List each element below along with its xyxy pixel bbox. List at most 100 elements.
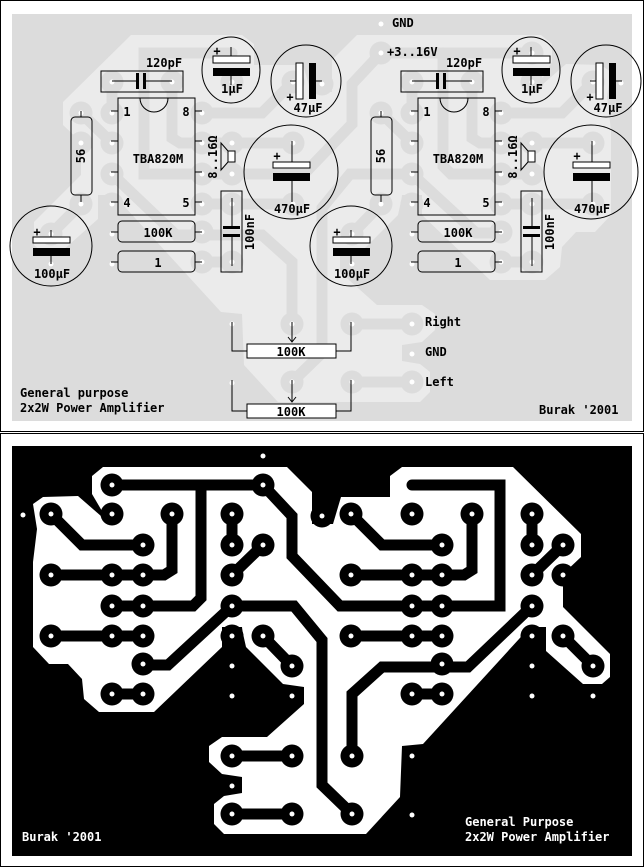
drill-hole (439, 542, 445, 548)
drill-hole (229, 171, 235, 177)
silkscreen-outline (117, 97, 196, 216)
drill-hole (409, 572, 415, 578)
drill-hole (109, 633, 115, 639)
drill-hole (409, 812, 415, 818)
polarity-plus-icon: + (213, 44, 220, 58)
polarity-plus-icon: + (273, 149, 280, 163)
silkscreen-outline (272, 161, 311, 169)
drill-hole (140, 691, 146, 697)
drill-hole (109, 261, 115, 267)
drill-hole (199, 110, 205, 116)
drill-hole (409, 79, 415, 85)
drill-hole (469, 511, 475, 517)
credit-label: Burak '2001 (539, 403, 618, 417)
drill-hole (349, 753, 355, 759)
drill-hole (109, 511, 115, 517)
capacitor-value: 1µF (221, 82, 243, 96)
copper-side-text: General Purpose 2x2W Power Amplifier Bur… (22, 815, 610, 844)
drill-hole (409, 231, 415, 237)
speaker: 8..16Ω (506, 135, 536, 179)
silkscreen-outline (136, 73, 139, 89)
silkscreen-outline (520, 190, 543, 273)
silkscreen-outline (33, 248, 70, 256)
drill-hole (498, 140, 504, 146)
resistor-100k: 100K (111, 220, 202, 243)
silkscreen-outline (523, 234, 540, 237)
drill-hole (439, 633, 445, 639)
drill-hole (409, 110, 415, 116)
capacitor-470uf: + 470µF (543, 124, 639, 220)
drill-hole (109, 79, 115, 85)
polarity-plus-icon: + (33, 225, 40, 239)
silkscreen-outline (220, 141, 229, 172)
drill-hole (469, 79, 475, 85)
silkscreen-outline (501, 36, 561, 104)
drill-hole (409, 261, 415, 267)
capacitor-value: 1µF (521, 82, 543, 96)
pin-label: 4 (123, 196, 130, 210)
drill-hole (109, 572, 115, 578)
drill-hole (289, 693, 295, 699)
pot-value: 100K (277, 345, 307, 359)
pot-body (246, 343, 337, 359)
caption-line-1: General purpose (20, 386, 128, 400)
silkscreen-outline (243, 124, 339, 220)
drill-hole (349, 379, 355, 385)
speaker-icon (227, 150, 236, 163)
drill-hole (109, 691, 115, 697)
capacitor-value: 47µF (594, 101, 623, 115)
drill-hole (109, 171, 115, 177)
drill-hole (409, 603, 415, 609)
pot-lead (231, 380, 247, 412)
copper-side-layer (12, 446, 632, 856)
drill-hole (78, 140, 84, 146)
pin-label: 4 (423, 196, 430, 210)
drill-hole (349, 231, 355, 237)
speaker-impedance: 8..16Ω (206, 135, 220, 178)
drill-hole (229, 693, 235, 699)
drill-hole (229, 783, 235, 789)
pin-label: 1 (423, 105, 430, 119)
drill-hole (590, 663, 596, 669)
drill-hole (229, 140, 235, 146)
wiper-arrowhead-icon (287, 336, 297, 343)
capacitor-47uf: + 47µF (270, 44, 342, 118)
capacitor-100uf: + 100µF (9, 205, 93, 287)
drill-hole (529, 50, 535, 56)
drill-hole (618, 80, 624, 86)
capacitor-value: 120pF (446, 56, 482, 70)
drill-hole (529, 572, 535, 578)
drill-hole (498, 110, 504, 116)
capacitor-120pf: 120pF (400, 56, 484, 93)
copper-trace (257, 479, 506, 612)
polarity-plus-icon: + (333, 225, 340, 239)
silkscreen-outline (32, 236, 71, 244)
drill-hole (439, 603, 445, 609)
drill-hole (319, 81, 325, 87)
silkscreen-outline (595, 62, 604, 100)
ic-notch (439, 97, 469, 113)
drill-hole (78, 201, 84, 207)
silkscreen-outline (443, 73, 446, 89)
vcc-supply-label: +3..16V (387, 45, 438, 59)
silkscreen-outline (295, 62, 304, 100)
drill-hole (109, 201, 115, 207)
drill-hole (289, 663, 295, 669)
drill-hole (229, 572, 235, 578)
drill-hole (229, 663, 235, 669)
resistor-1: 1 (111, 250, 202, 273)
resistor-value: 100K (144, 226, 174, 240)
silkscreen-outline (309, 205, 393, 287)
input-gnd-label: GND (425, 345, 447, 359)
silkscreen-outline (9, 205, 93, 287)
drill-hole (109, 110, 115, 116)
resistor-1: 1 (411, 250, 502, 273)
drill-hole (199, 201, 205, 207)
copper-trace (495, 76, 599, 119)
copper-caption-line-1: General Purpose (465, 815, 573, 829)
drill-hole (378, 50, 384, 56)
capacitor-value: 100nF (543, 214, 557, 250)
